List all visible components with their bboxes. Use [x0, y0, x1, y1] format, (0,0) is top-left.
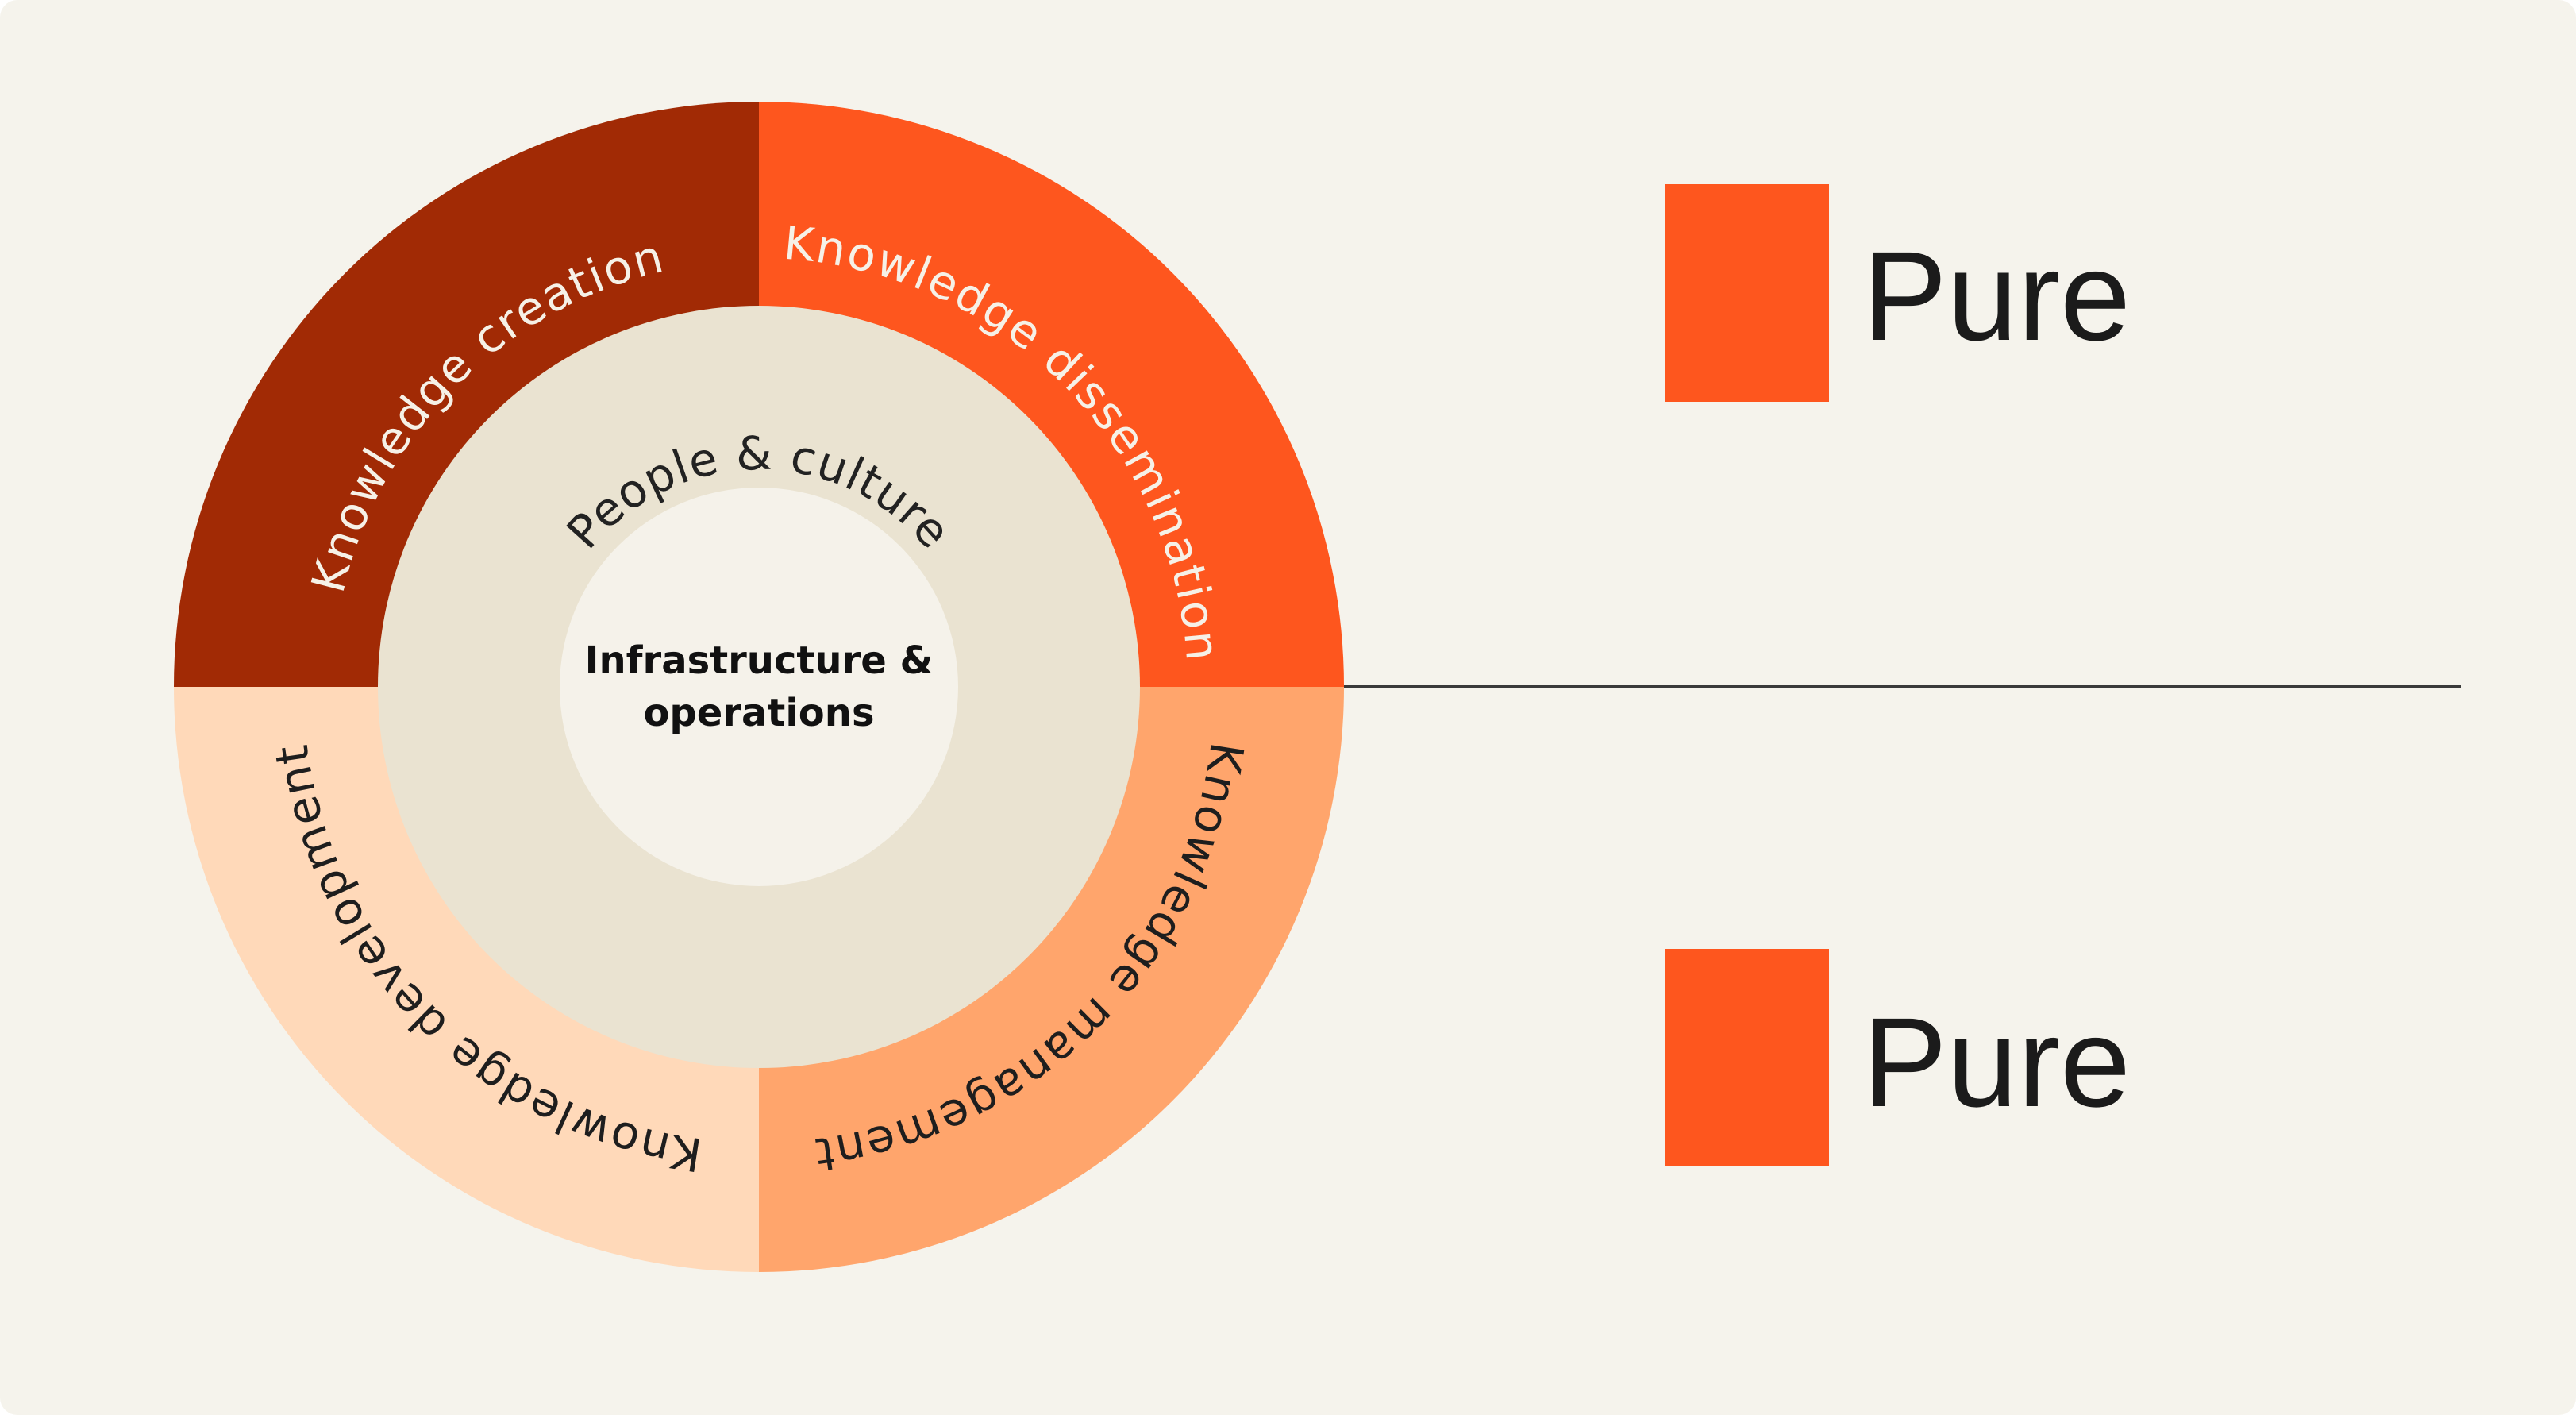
label-infrastructure-line2: operations [643, 691, 874, 735]
legend-label: Pure [1862, 225, 2131, 367]
legend-swatch [1665, 184, 1829, 402]
legend-item-1: Pure [1665, 184, 2131, 402]
legend-swatch [1665, 949, 1829, 1166]
label-infrastructure-line1: Infrastructure & [585, 638, 934, 683]
legend: Pure Pure [1665, 184, 2131, 1166]
legend-label: Pure [1862, 991, 2131, 1133]
infrastructure-core [560, 488, 958, 886]
knowledge-wheel: Knowledge creation Knowledge disseminati… [174, 102, 1344, 1272]
legend-item-2: Pure [1665, 949, 2131, 1166]
